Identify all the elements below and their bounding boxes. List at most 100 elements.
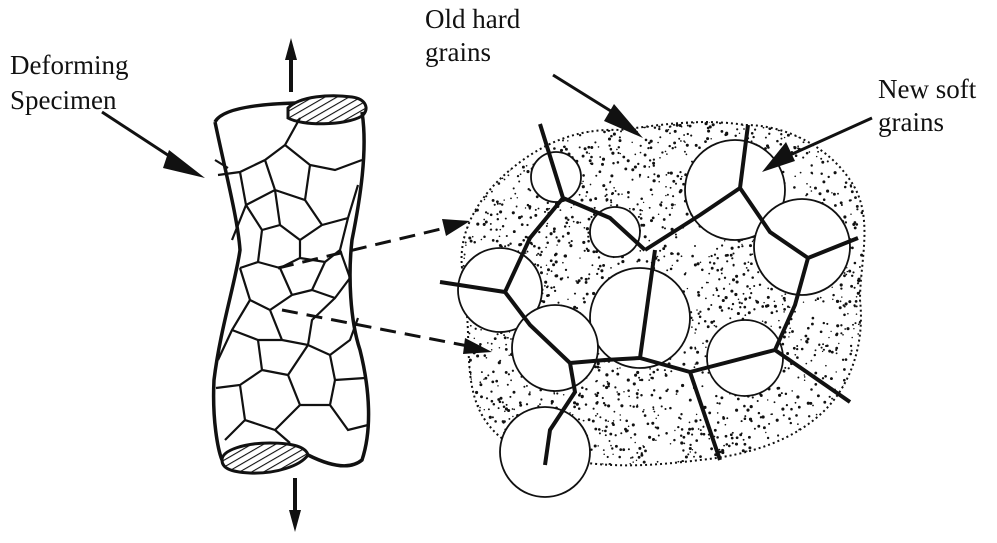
deforming-specimen-arrow bbox=[102, 112, 205, 178]
stipple-dot bbox=[489, 142, 491, 144]
stipple-dot bbox=[555, 260, 558, 263]
stipple-dot bbox=[599, 367, 600, 368]
stipple-dot bbox=[862, 290, 864, 292]
stipple-dot bbox=[687, 125, 689, 127]
stipple-dot bbox=[860, 197, 862, 199]
stipple-dot bbox=[582, 241, 585, 244]
stipple-dot bbox=[493, 403, 496, 406]
stipple-dot bbox=[518, 243, 521, 246]
stipple-dot bbox=[861, 402, 862, 403]
stipple-dot bbox=[640, 394, 642, 396]
stipple-dot bbox=[490, 138, 493, 141]
stipple-dot bbox=[605, 434, 607, 436]
stipple-dot bbox=[828, 176, 830, 178]
stipple-dot bbox=[791, 330, 794, 333]
stipple-dot bbox=[731, 437, 734, 440]
stipple-dot bbox=[455, 299, 457, 301]
stipple-dot bbox=[562, 235, 564, 237]
stipple-dot bbox=[473, 460, 475, 462]
stipple-dot bbox=[734, 135, 736, 137]
stipple-dot bbox=[833, 414, 835, 416]
stipple-dot bbox=[831, 351, 834, 354]
stipple-dot bbox=[752, 396, 754, 398]
stipple-dot bbox=[856, 402, 859, 405]
stipple-dot bbox=[847, 409, 850, 412]
stipple-dot bbox=[709, 261, 711, 263]
stipple-dot bbox=[868, 162, 871, 165]
stipple-dot bbox=[691, 434, 693, 436]
stipple-dot bbox=[497, 333, 499, 335]
stipple-dot bbox=[853, 184, 856, 187]
stipple-dot bbox=[608, 385, 610, 387]
stipple-dot bbox=[861, 369, 864, 372]
stipple-dot bbox=[793, 146, 796, 149]
stipple-dot bbox=[729, 283, 731, 285]
stipple-dot bbox=[613, 187, 615, 189]
stipple-dot bbox=[480, 160, 482, 162]
stipple-dot bbox=[763, 302, 765, 304]
stipple-dot bbox=[615, 445, 618, 448]
stipple-dot bbox=[582, 174, 585, 177]
stipple-dot bbox=[813, 426, 815, 428]
stipple-dot bbox=[456, 297, 458, 299]
stipple-dot bbox=[568, 242, 570, 244]
stipple-dot bbox=[487, 436, 489, 438]
stipple-dot bbox=[851, 436, 853, 438]
stipple-dot bbox=[846, 162, 849, 165]
stipple-dot bbox=[662, 226, 664, 228]
stipple-dot bbox=[569, 132, 571, 134]
stipple-dot bbox=[690, 135, 692, 137]
stipple-dot bbox=[783, 467, 785, 469]
stipple-dot bbox=[513, 230, 516, 233]
stipple-dot bbox=[586, 151, 588, 153]
stipple-dot bbox=[478, 405, 480, 407]
stipple-dot bbox=[507, 409, 510, 412]
stipple-dot bbox=[789, 457, 792, 460]
stipple-dot bbox=[491, 191, 493, 193]
stipple-dot bbox=[721, 272, 723, 274]
stipple-dot bbox=[775, 120, 777, 122]
stipple-dot bbox=[590, 146, 593, 149]
stipple-dot bbox=[758, 115, 761, 118]
stipple-dot bbox=[497, 164, 499, 166]
stipple-dot bbox=[681, 126, 683, 128]
stipple-dot bbox=[833, 458, 835, 460]
stipple-dot bbox=[481, 239, 483, 241]
stipple-dot bbox=[850, 285, 853, 288]
stipple-dot bbox=[669, 214, 671, 216]
stipple-dot bbox=[716, 257, 718, 259]
stipple-dot bbox=[553, 227, 556, 230]
stipple-dot bbox=[465, 242, 467, 244]
stipple-dot bbox=[583, 297, 585, 299]
stipple-dot bbox=[693, 456, 695, 458]
stipple-dot bbox=[629, 463, 630, 464]
stipple-dot bbox=[724, 240, 726, 242]
stipple-dot bbox=[733, 265, 735, 267]
stipple-dot bbox=[699, 316, 702, 319]
stipple-dot bbox=[587, 240, 590, 243]
stipple-dot bbox=[711, 267, 714, 270]
stipple-dot bbox=[830, 423, 833, 426]
stipple-dot bbox=[768, 423, 770, 425]
stipple-dot bbox=[741, 245, 743, 247]
stipple-dot bbox=[701, 269, 704, 272]
stipple-dot bbox=[818, 441, 821, 444]
stipple-dot bbox=[473, 442, 475, 444]
stipple-dot bbox=[622, 448, 625, 451]
stipple-dot bbox=[508, 373, 510, 375]
stipple-dot bbox=[772, 118, 775, 121]
stipple-dot bbox=[725, 435, 728, 438]
stipple-dot bbox=[684, 141, 686, 143]
stipple-dot bbox=[796, 348, 798, 350]
stipple-dot bbox=[868, 385, 871, 388]
stipple-dot bbox=[732, 278, 735, 281]
stipple-dot bbox=[788, 118, 790, 120]
stipple-dot bbox=[519, 401, 522, 404]
stipple-dot bbox=[708, 256, 709, 257]
stipple-dot bbox=[664, 408, 666, 410]
stipple-dot bbox=[837, 126, 840, 129]
stipple-dot bbox=[797, 145, 799, 147]
stipple-dot bbox=[723, 445, 725, 447]
stipple-dot bbox=[606, 194, 608, 196]
stipple-dot bbox=[853, 328, 854, 329]
